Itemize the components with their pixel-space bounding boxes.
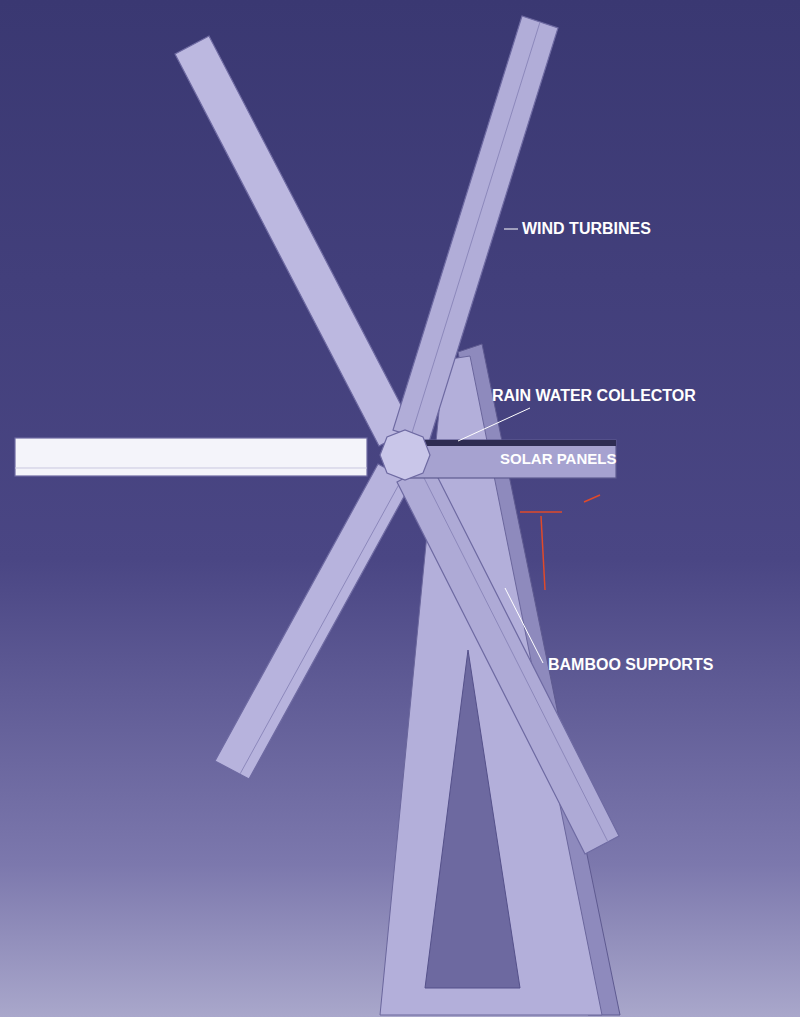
leader-line (504, 229, 518, 230)
axis-mark (541, 516, 545, 590)
turbine-hub (380, 430, 430, 480)
panel-edge (15, 468, 367, 469)
rain-water-channel (410, 440, 616, 446)
blade-edge (411, 22, 540, 436)
part-label: RAIN WATER COLLECTOR (492, 386, 696, 405)
leader-line (458, 408, 530, 441)
turbine-blade (215, 464, 412, 779)
axis-mark (520, 511, 562, 513)
part-label: WIND TURBINES (522, 219, 651, 238)
axis-mark (584, 495, 600, 502)
blade-edge (240, 477, 403, 774)
support-opening (425, 650, 520, 988)
turbine-blade (175, 36, 413, 446)
part-label: BAMBOO SUPPORTS (548, 655, 713, 674)
part-label: SOLAR PANELS (500, 450, 616, 468)
solar-panel (15, 438, 367, 476)
solar-panel (410, 440, 616, 478)
leader-line (505, 588, 543, 663)
